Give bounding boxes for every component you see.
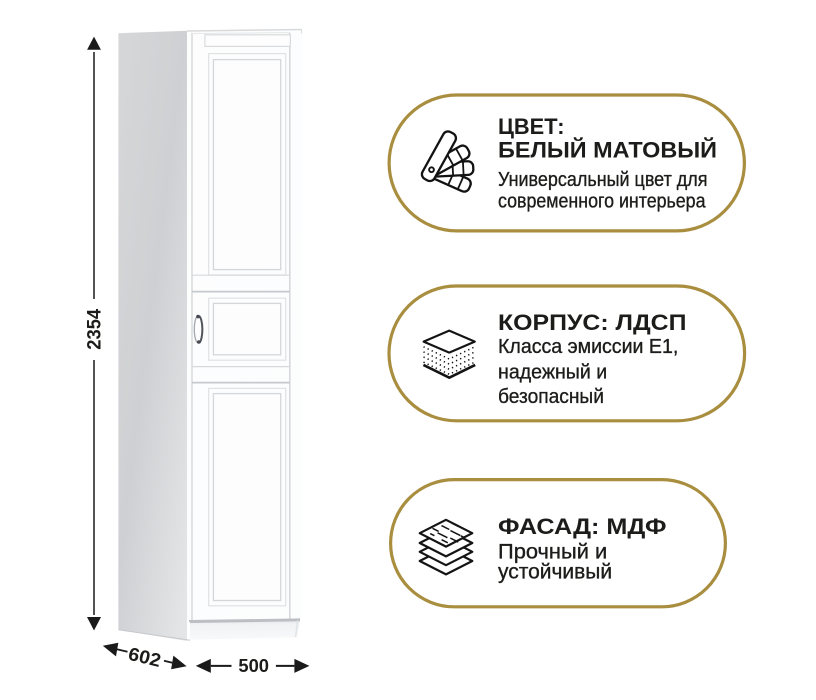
svg-text:современного интерьера: современного интерьера bbox=[498, 191, 706, 213]
svg-text:Прочный и: Прочный и bbox=[498, 541, 607, 564]
svg-text:надежный и: надежный и bbox=[498, 361, 607, 383]
svg-text:500: 500 bbox=[238, 655, 269, 676]
svg-text:Универсальный цвет для: Универсальный цвет для bbox=[498, 169, 708, 191]
svg-text:устойчивый: устойчивый bbox=[498, 561, 612, 584]
svg-text:ЦВЕТ:: ЦВЕТ: bbox=[498, 114, 565, 139]
svg-text:безопасный: безопасный bbox=[498, 386, 604, 408]
svg-text:2354: 2354 bbox=[85, 308, 106, 349]
svg-text:БЕЛЫЙ МАТОВЫЙ: БЕЛЫЙ МАТОВЫЙ bbox=[498, 137, 717, 162]
svg-text:КОРПУС: ЛДСП: КОРПУС: ЛДСП bbox=[498, 310, 687, 335]
svg-text:ФАСАД: МДФ: ФАСАД: МДФ bbox=[498, 514, 667, 539]
svg-text:602: 602 bbox=[126, 643, 163, 671]
svg-text:Класса эмиссии Е1,: Класса эмиссии Е1, bbox=[498, 336, 678, 358]
